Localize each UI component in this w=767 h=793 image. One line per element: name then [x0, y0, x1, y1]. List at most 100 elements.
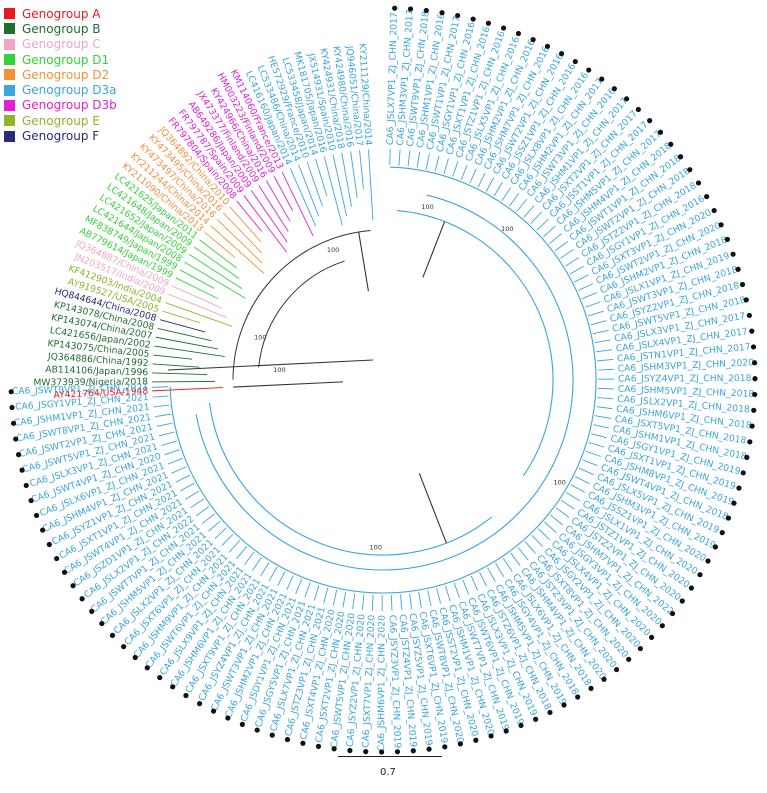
tip-branch	[332, 589, 338, 606]
tip-marker	[70, 583, 76, 589]
tip-marker	[89, 608, 95, 614]
tip-branch	[510, 552, 521, 567]
legend-label: Genogroup D1	[22, 52, 110, 67]
tip-branch	[250, 190, 288, 243]
tip-marker	[751, 360, 758, 366]
clade-arc	[232, 230, 371, 380]
tip-branch	[228, 540, 241, 553]
bootstrap-value: 100	[501, 225, 513, 233]
tip-marker	[9, 404, 15, 411]
tip-branch	[362, 594, 365, 611]
tip-marker	[558, 51, 565, 57]
tip-branch	[592, 329, 609, 335]
tip-marker	[15, 452, 22, 458]
tip-marker	[8, 389, 14, 395]
internal-branch	[418, 473, 447, 544]
tip-branch	[418, 591, 422, 608]
tip-label: CA6_JSHM6VP1_ZJ_CHN_2020	[376, 615, 388, 752]
tip-marker	[46, 541, 52, 548]
tip-branch	[543, 225, 556, 238]
clade-arc	[195, 194, 574, 571]
legend-item: Genogroup D3a	[4, 82, 117, 97]
tip-marker	[10, 420, 17, 426]
tip-marker	[470, 16, 476, 22]
tip-marker	[225, 715, 231, 721]
tip-branch	[574, 274, 589, 283]
tip-branch	[304, 582, 311, 598]
tip-branch	[434, 155, 440, 172]
tip-branch	[155, 336, 218, 350]
legend-label: Genogroup B	[22, 21, 101, 36]
tip-branch	[165, 302, 233, 327]
tip-branch	[162, 310, 200, 324]
legend-item: Genogroup D3b	[4, 98, 117, 113]
tip-branch	[168, 293, 228, 319]
tip-branch	[152, 363, 200, 368]
tip-marker	[697, 572, 703, 578]
tip-marker	[601, 676, 607, 682]
tip-marker	[575, 694, 581, 700]
tip-branch	[400, 594, 403, 611]
legend-item: Genogroup A	[4, 6, 117, 21]
legend-swatch	[4, 69, 15, 81]
tip-branch	[258, 185, 289, 232]
tip-branch	[216, 218, 263, 264]
tip-branch	[596, 406, 613, 410]
tip-marker	[668, 141, 674, 147]
clade-arc	[169, 166, 597, 594]
tip-branch	[409, 593, 413, 610]
tip-branch	[578, 283, 594, 291]
legend-swatch	[4, 8, 15, 20]
tip-label: MW373939/Nigeria/2018	[33, 376, 148, 388]
tip-marker	[518, 722, 524, 729]
tip-branch	[289, 168, 317, 227]
tip-marker	[743, 297, 749, 303]
tip-branch	[597, 397, 614, 400]
tip-branch	[523, 205, 535, 218]
tip-branch	[531, 534, 544, 548]
tip-marker	[712, 544, 719, 550]
clade-arc	[208, 402, 493, 556]
tip-branch	[244, 551, 255, 566]
legend-label: Genogroup D3b	[22, 98, 117, 113]
tip-marker	[751, 407, 757, 413]
tip-marker	[705, 558, 711, 564]
tip-marker	[719, 530, 725, 536]
tip-marker	[254, 727, 260, 733]
tip-marker	[121, 644, 127, 650]
tip-marker	[28, 497, 34, 504]
tip-branch	[597, 387, 614, 390]
tip-marker	[731, 500, 737, 506]
tip-marker	[659, 623, 665, 629]
tip-marker	[239, 721, 245, 727]
tip-branch	[536, 218, 549, 231]
tip-marker	[746, 312, 752, 319]
tip-branch	[470, 575, 479, 591]
tip-marker	[394, 749, 401, 755]
tip-branch	[313, 585, 320, 601]
outgroup-branch	[167, 359, 374, 371]
tree-tip-labels: AY421764/USA/1948MW373939/Nigeria/2018AB…	[12, 9, 755, 751]
tip-marker	[40, 527, 46, 533]
tip-marker	[132, 654, 138, 661]
tip-branch	[221, 533, 234, 546]
tip-marker	[457, 741, 463, 747]
tip-marker	[647, 118, 653, 124]
tip-marker	[23, 482, 29, 489]
legend-item: Genogroup F	[4, 128, 117, 143]
tip-marker	[533, 716, 539, 722]
tip-branch	[323, 156, 343, 226]
tip-marker	[544, 43, 551, 49]
tip-branch	[243, 195, 288, 253]
tip-marker	[688, 585, 694, 591]
tip-marker	[679, 598, 685, 604]
tip-branch	[153, 354, 193, 360]
scale-bar	[338, 756, 442, 757]
tip-branch	[565, 492, 581, 502]
tree-branches	[152, 149, 615, 612]
tip-branch	[597, 368, 614, 371]
tip-marker	[613, 666, 620, 673]
tip-branch	[265, 180, 291, 222]
tip-marker	[157, 674, 163, 681]
